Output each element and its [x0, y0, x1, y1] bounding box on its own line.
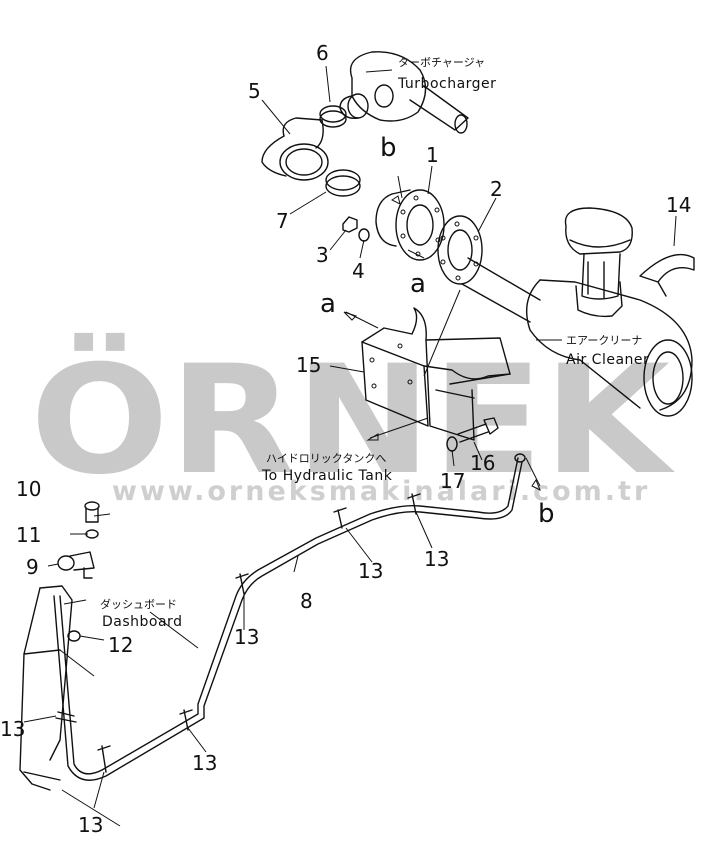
- callout-3: 3: [316, 243, 329, 267]
- callout-6: 6: [316, 41, 329, 65]
- callout-13-b: 13: [424, 547, 449, 571]
- callout-15: 15: [296, 353, 321, 377]
- callout-2: 2: [490, 177, 503, 201]
- callout-13-e: 13: [78, 813, 103, 837]
- callouts: 6 5 7 3 4 1 2 14 15 16 17 10 11 9 12 8 1…: [0, 41, 691, 837]
- turbocharger-drawing: [339, 51, 469, 134]
- watermark-url: www.orneksmakinalari.com.tr: [112, 476, 650, 507]
- captions: ターボチャージャ Turbocharger エアークリーナ Air Cleane…: [100, 56, 649, 630]
- ref-b-top: b: [380, 133, 397, 163]
- callout-17: 17: [440, 469, 465, 493]
- callout-1: 1: [426, 143, 439, 167]
- nut-3: [342, 216, 358, 233]
- elbow-fitting-9: [57, 551, 95, 579]
- caption-dashboard-jp: ダッシュボード: [100, 597, 177, 611]
- caption-air-cleaner-en: Air Cleaner: [566, 352, 649, 368]
- hose-clamp-7: [325, 169, 361, 197]
- callout-13-f: 13: [0, 717, 25, 741]
- callout-16: 16: [470, 451, 495, 475]
- callout-13-c: 13: [234, 625, 259, 649]
- leader-lines: [23, 65, 677, 827]
- callout-13-d: 13: [192, 751, 217, 775]
- hose-clamp-6: [319, 105, 347, 128]
- caption-turbocharger-jp: ターボチャージャ: [398, 56, 485, 69]
- ref-a-bracket: a: [320, 289, 336, 319]
- ref-a-flange: a: [410, 269, 426, 299]
- callout-14: 14: [666, 193, 691, 217]
- callout-9: 9: [26, 555, 39, 579]
- callout-13-a: 13: [358, 559, 383, 583]
- callout-5: 5: [248, 79, 261, 103]
- dashboard-panel: [19, 585, 73, 791]
- watermark-brand: ÖRNEK: [30, 332, 675, 508]
- tube-clips-13: [55, 493, 421, 773]
- watermark: ÖRNEK www.orneksmakinalari.com.tr: [30, 332, 675, 508]
- nut-12: [67, 630, 81, 642]
- flange-adapter-1: [375, 189, 445, 261]
- gasket-2: [437, 215, 483, 285]
- elbow-hose-5: [261, 117, 329, 181]
- air-cleaner-drawing: [461, 207, 693, 417]
- caption-turbocharger-en: Turbocharger: [397, 76, 496, 92]
- caption-dashboard-en: Dashboard: [102, 614, 182, 630]
- callout-11: 11: [16, 523, 41, 547]
- mounting-band-14: [639, 253, 695, 297]
- callout-7: 7: [276, 209, 289, 233]
- caption-hydraulic-tank-jp: ハイドロリックタンクへ: [266, 452, 386, 465]
- washer-4: [358, 228, 370, 242]
- callout-4: 4: [352, 259, 365, 283]
- ref-b-tube: b: [538, 499, 555, 529]
- callout-12: 12: [108, 633, 133, 657]
- callout-8: 8: [300, 589, 313, 613]
- tube-8: [53, 457, 523, 781]
- caption-hydraulic-tank-en: To Hydraulic Tank: [261, 468, 393, 484]
- bolt-16: [457, 417, 499, 443]
- tube-end-fitting: [514, 453, 526, 463]
- caption-air-cleaner-jp: エアークリーナ: [566, 334, 642, 347]
- callout-10: 10: [16, 477, 41, 501]
- bracket-15: [361, 307, 511, 441]
